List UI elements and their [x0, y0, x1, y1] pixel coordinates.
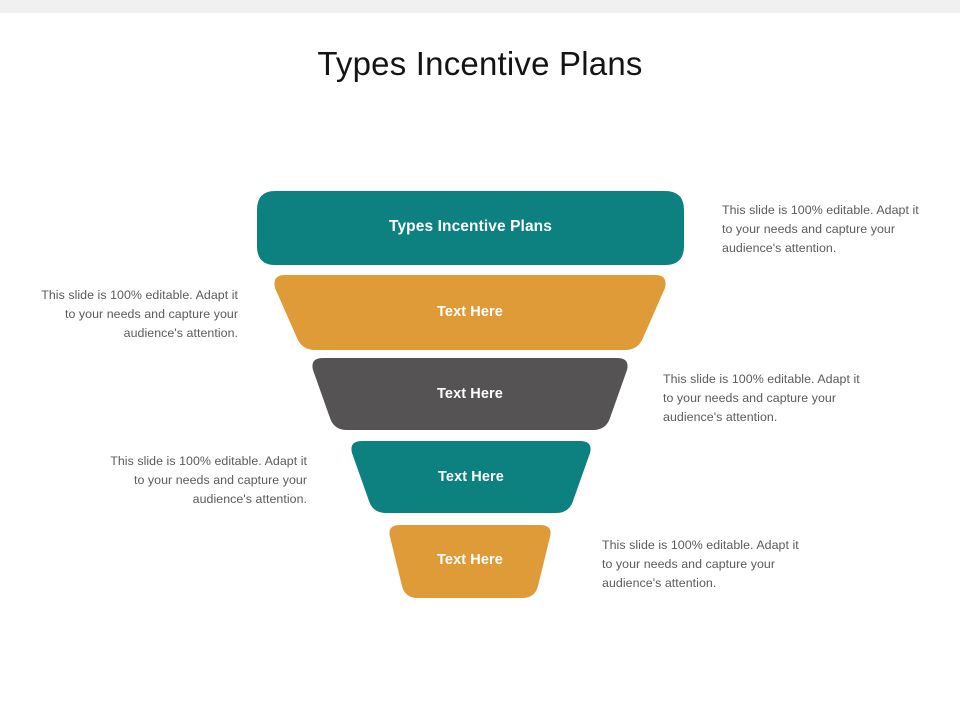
- funnel-segment-2-label: Text Here: [437, 304, 503, 320]
- funnel-segment-1-shape: [257, 191, 684, 265]
- page-title: Types Incentive Plans: [317, 45, 643, 83]
- callout-text-4: This slide is 100% editable. Adapt it to…: [110, 454, 307, 506]
- funnel-segment-4-shape: [351, 441, 591, 513]
- funnel-segment-1-label: Types Incentive Plans: [389, 218, 552, 235]
- callout-text-2: This slide is 100% editable. Adapt it to…: [41, 288, 238, 340]
- funnel-segment-5-label: Text Here: [437, 552, 503, 568]
- funnel-segment-5-shape: [389, 525, 551, 598]
- callout-text-5: This slide is 100% editable. Adapt it to…: [602, 538, 799, 590]
- funnel-segment-3-label: Text Here: [437, 386, 503, 402]
- funnel-segment-2-shape: [274, 275, 666, 350]
- callout-text-3: This slide is 100% editable. Adapt it to…: [663, 372, 860, 424]
- funnel-segment-3-shape: [312, 358, 628, 430]
- callout-text-1: This slide is 100% editable. Adapt it to…: [722, 203, 919, 255]
- funnel-segment-4-label: Text Here: [438, 469, 504, 485]
- top-band: [0, 0, 960, 13]
